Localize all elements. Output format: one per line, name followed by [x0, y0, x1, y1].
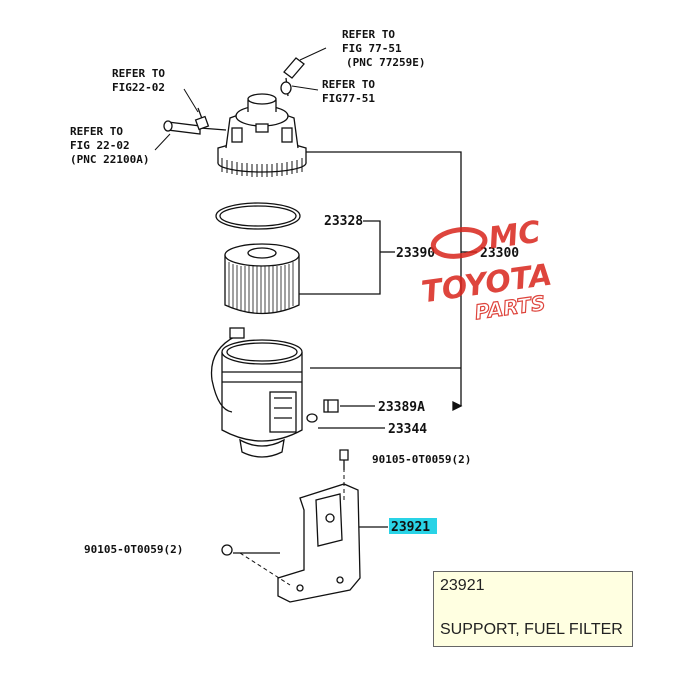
ref-top-right-line2: FIG 77-51 [342, 42, 402, 55]
drain-plug [306, 399, 339, 423]
bracket-dashes [239, 468, 345, 586]
part-90105-lower[interactable]: 90105-0T0059(2) [84, 543, 183, 556]
part-23300[interactable]: 23300 [480, 246, 519, 261]
watermark-ring-icon [430, 227, 488, 259]
watermark-logo: MC TOYOTA PARTS [419, 215, 554, 325]
ref-top-right-line1: REFER TO [342, 28, 395, 41]
bolt-upper [339, 449, 349, 470]
tooltip-part-number: 23921 [440, 577, 485, 594]
ref-top-left-line2: FIG22-02 [112, 81, 165, 94]
ref-left-line1: REFER TO [70, 125, 123, 138]
o-ring [215, 202, 301, 230]
part-23389a[interactable]: 23389A [378, 400, 425, 415]
part-23344[interactable]: 23344 [388, 422, 427, 437]
ref-mid-right-line2: FIG77-51 [322, 92, 375, 105]
ref-leaders [154, 47, 327, 151]
ref-top-right-line3: (PNC 77259E) [346, 56, 425, 69]
tooltip-description: SUPPORT, FUEL FILTER [440, 621, 623, 638]
ref-left-line2: FIG 22-02 [70, 139, 130, 152]
part-tooltip: 23921 SUPPORT, FUEL FILTER [433, 571, 633, 647]
bolt-lower [221, 544, 233, 556]
watermark-mc: MC [486, 215, 542, 257]
ref-left-line3: (PNC 22100A) [70, 153, 149, 166]
part-23921[interactable]: 23921 [391, 520, 430, 535]
part-90105-upper[interactable]: 90105-0T0059(2) [372, 453, 471, 466]
hose-fittings [163, 57, 305, 135]
filter-head-knurl [221, 158, 303, 177]
part-23328[interactable]: 23328 [324, 214, 363, 229]
part-highlight [389, 518, 437, 534]
filter-bowl [221, 339, 303, 458]
sensor-wire [210, 327, 245, 413]
filter-element [224, 243, 300, 315]
filter-head [217, 93, 307, 173]
ref-top-left-line1: REFER TO [112, 67, 165, 80]
ref-mid-right-line1: REFER TO [322, 78, 375, 91]
part-23390[interactable]: 23390 [396, 246, 435, 261]
filter-pleats [228, 262, 294, 314]
support-bracket [277, 483, 361, 603]
